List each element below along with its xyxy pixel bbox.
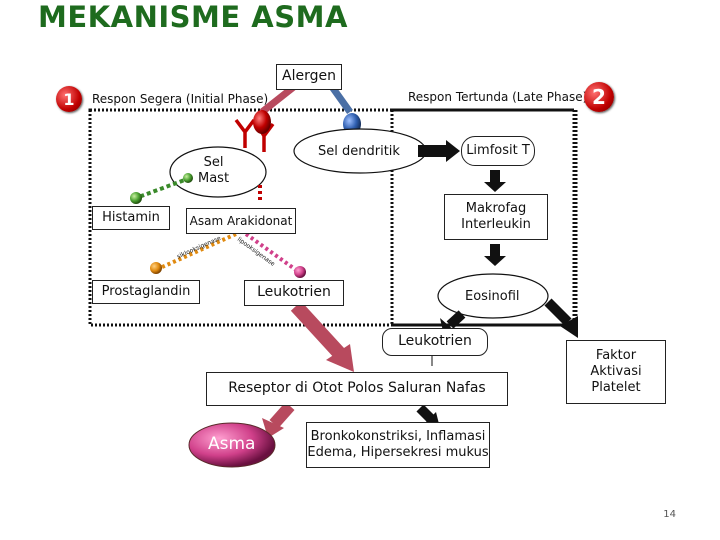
reseptor-node: Reseptor di Otot Polos Saluran Nafas <box>206 372 508 406</box>
asam-arakidonat-node: Asam Arakidonat <box>186 208 296 234</box>
eosinofil-to-faktor-arrow <box>560 316 578 338</box>
sel-mast-shape <box>169 146 267 198</box>
limfosit-to-makrofag-arrow <box>484 182 506 192</box>
alergen-node: Alergen <box>276 64 342 90</box>
asam-to-prostaglandin-link <box>159 232 237 270</box>
asma-shape <box>188 422 276 468</box>
mast-to-histamin-link <box>135 176 191 200</box>
phase-2-badge: 2 <box>584 82 614 112</box>
makrofag-interleukin-node: Makrofag Interleukin <box>444 194 548 240</box>
leukotrien-node: Leukotrien <box>244 280 344 306</box>
late-phase-label: Respon Tertunda (Late Phase) <box>408 90 588 104</box>
sel-mast-label: Sel Mast <box>198 155 230 187</box>
makrofag-to-eosinofil-arrow <box>484 256 506 266</box>
leukotrien-to-reseptor-arrow-shaft <box>290 301 346 359</box>
eosinofil-to-faktor-link <box>544 298 572 326</box>
late-phase-frame <box>390 108 578 327</box>
page-number: 14 <box>663 509 676 520</box>
faktor-aktivasi-platelet-node: Faktor Aktivasi Platelet <box>566 340 666 404</box>
eosinofil-shape <box>437 273 549 319</box>
histamin-node: Histamin <box>92 206 170 230</box>
allergen-bound-molecule <box>253 110 271 134</box>
phase-1-badge: 1 <box>56 86 82 112</box>
limfosit-t-node: Limfosit T <box>461 136 535 166</box>
eosinofil-label: Eosinofil <box>465 289 520 304</box>
slide-title: MEKANISME ASMA <box>38 0 348 34</box>
leukotrien-center-node: Leukotrien <box>382 328 488 356</box>
initial-phase-label: Respon Segera (Initial Phase) <box>92 92 269 106</box>
sel-dendritik-label: Sel dendritik <box>318 144 400 159</box>
asma-label: Asma <box>208 434 256 454</box>
reseptor-to-asma-arrow-shaft <box>269 402 295 428</box>
initial-phase-frame <box>88 108 576 327</box>
outcome-node: Bronkokonstriksi, Inflamasi Edema, Hiper… <box>306 422 490 468</box>
prostaglandin-node: Prostaglandin <box>92 280 200 304</box>
asam-to-leukotrien-link <box>244 232 298 272</box>
